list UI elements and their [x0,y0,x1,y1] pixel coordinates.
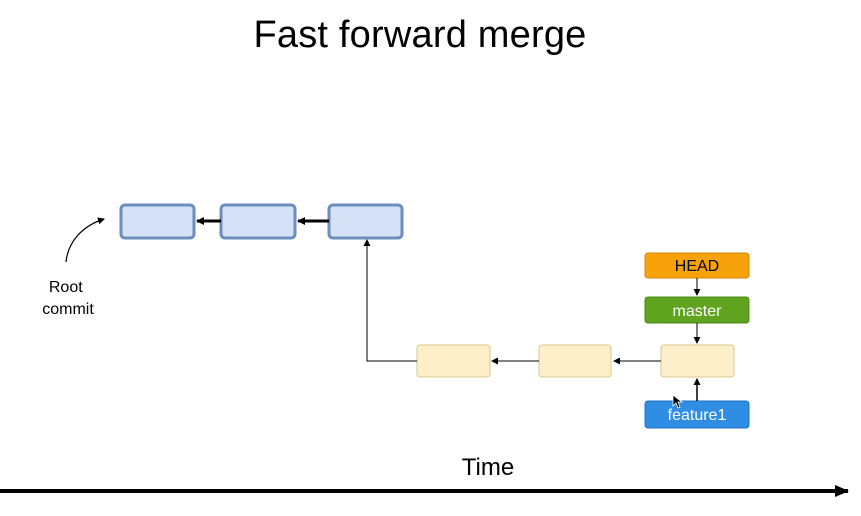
master-ref-label: master [673,303,723,320]
root-commit-label: Root commit [42,279,94,318]
feature-ref-label: feature1 [668,407,727,424]
commit-feature-3[interactable] [660,344,735,378]
commit-feature-1[interactable] [416,344,491,378]
root-label-line-2: commit [42,301,94,318]
head-ref-label: HEAD [675,258,719,275]
diagram-title: Fast forward merge [253,14,587,56]
time-label: Time [462,454,514,481]
mouse-cursor-icon [672,394,684,409]
commit-main-3[interactable] [327,203,404,240]
commit-feature-2[interactable] [538,344,612,378]
parent-arrow-feature-1 [363,239,417,362]
root-commit-pointer-arrow [65,217,105,263]
commit-main-2[interactable] [219,203,297,240]
commit-root[interactable] [119,203,196,240]
root-label-line-1: Root [49,279,83,296]
